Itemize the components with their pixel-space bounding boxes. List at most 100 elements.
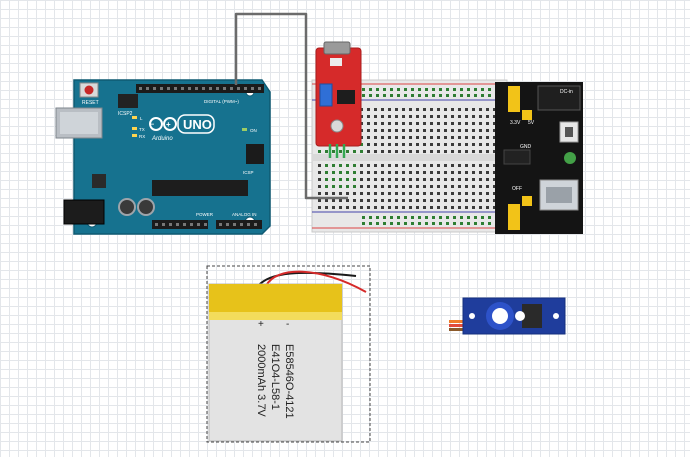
breadboard-hole bbox=[486, 108, 489, 111]
breadboard-hole bbox=[374, 199, 377, 202]
microphone-capsule bbox=[323, 41, 351, 55]
breadboard-hole bbox=[451, 178, 454, 181]
breadboard-hole bbox=[325, 206, 328, 209]
breadboard-hole bbox=[451, 150, 454, 153]
jumper-top-left[interactable] bbox=[508, 86, 520, 112]
rx-label: RX bbox=[139, 134, 145, 139]
servo-label-plate bbox=[522, 304, 542, 328]
breadboard-hole bbox=[486, 115, 489, 118]
breadboard-hole bbox=[381, 115, 384, 118]
power-switch-knob[interactable] bbox=[565, 127, 573, 137]
breadboard-hole bbox=[409, 143, 412, 146]
breadboard-hole bbox=[465, 164, 468, 167]
breadboard-hole bbox=[430, 206, 433, 209]
breadboard-hole bbox=[409, 192, 412, 195]
header-pin bbox=[160, 87, 163, 90]
breadboard-hole bbox=[472, 185, 475, 188]
breadboard-hole bbox=[444, 164, 447, 167]
breadboard-hole bbox=[376, 88, 379, 91]
breadboard-hole bbox=[479, 171, 482, 174]
svg-text:−: − bbox=[150, 122, 154, 129]
header-pin bbox=[183, 223, 186, 226]
breadboard-hole bbox=[444, 178, 447, 181]
breadboard-hole bbox=[374, 136, 377, 139]
breadboard-hole bbox=[381, 178, 384, 181]
breadboard-hole bbox=[367, 178, 370, 181]
gray-jumper-wire[interactable] bbox=[234, 12, 348, 200]
breadboard-hole bbox=[453, 94, 456, 97]
breadboard-hole bbox=[318, 178, 321, 181]
breadboard-hole bbox=[360, 150, 363, 153]
breadboard-hole bbox=[453, 88, 456, 91]
breadboard-power-module[interactable]: DC-in 3.3V 5V GND OFF bbox=[495, 82, 583, 234]
breadboard-hole bbox=[388, 164, 391, 167]
breadboard-hole bbox=[388, 185, 391, 188]
breadboard-hole bbox=[493, 171, 496, 174]
breadboard-hole bbox=[460, 88, 463, 91]
breadboard-hole bbox=[493, 185, 496, 188]
breadboard-hole bbox=[376, 222, 379, 225]
breadboard-hole bbox=[474, 222, 477, 225]
lipo-battery[interactable]: + - E58546O-4121 E41O4-L58-1 2000mAh 3.7… bbox=[206, 265, 371, 443]
breadboard-hole bbox=[346, 164, 349, 167]
servo-mount-hole bbox=[553, 313, 559, 319]
breadboard-hole bbox=[416, 122, 419, 125]
breadboard-hole bbox=[325, 192, 328, 195]
header-pin bbox=[188, 87, 191, 90]
potentiometer[interactable] bbox=[319, 83, 333, 107]
breadboard-hole bbox=[430, 122, 433, 125]
reset-button-cap[interactable] bbox=[84, 85, 94, 95]
breadboard-hole bbox=[374, 164, 377, 167]
breadboard-hole bbox=[488, 216, 491, 219]
breadboard[interactable] bbox=[311, 79, 508, 233]
breadboard-hole bbox=[383, 94, 386, 97]
breadboard-hole bbox=[318, 192, 321, 195]
breadboard-hole bbox=[486, 171, 489, 174]
breadboard-hole bbox=[409, 108, 412, 111]
battery-yellow-band bbox=[209, 284, 342, 314]
jumper-bottom-left[interactable] bbox=[508, 204, 520, 230]
breadboard-hole bbox=[479, 185, 482, 188]
atmega-chip bbox=[152, 180, 248, 196]
breadboard-hole bbox=[430, 178, 433, 181]
breadboard-hole bbox=[493, 122, 496, 125]
breadboard-hole bbox=[383, 216, 386, 219]
breadboard-hole bbox=[423, 129, 426, 132]
header-pin bbox=[216, 87, 219, 90]
breadboard-hole bbox=[465, 143, 468, 146]
sound-sensor-module[interactable] bbox=[315, 41, 362, 158]
breadboard-hole bbox=[479, 150, 482, 153]
breadboard-hole bbox=[423, 150, 426, 153]
breadboard-hole bbox=[381, 108, 384, 111]
reset-label: RESET bbox=[82, 100, 99, 106]
dc-in-label: DC-in bbox=[560, 89, 573, 95]
header-pin bbox=[209, 87, 212, 90]
breadboard-hole bbox=[395, 122, 398, 125]
breadboard-hole bbox=[397, 216, 400, 219]
breadboard-hole bbox=[395, 171, 398, 174]
header-pin bbox=[247, 223, 250, 226]
breadboard-hole bbox=[432, 222, 435, 225]
breadboard-hole bbox=[430, 143, 433, 146]
tx-label: TX bbox=[139, 127, 145, 132]
tx-led bbox=[132, 127, 137, 130]
servo-motor[interactable] bbox=[449, 297, 566, 335]
breadboard-hole bbox=[444, 108, 447, 111]
breadboard-hole bbox=[339, 199, 342, 202]
breadboard-hole bbox=[458, 108, 461, 111]
jumper-select-bottom[interactable] bbox=[522, 196, 532, 206]
breadboard-hole bbox=[411, 216, 414, 219]
breadboard-hole bbox=[409, 171, 412, 174]
breadboard-hole bbox=[444, 171, 447, 174]
uno-badge bbox=[177, 114, 215, 134]
breadboard-hole bbox=[381, 164, 384, 167]
breadboard-hole bbox=[479, 199, 482, 202]
jumper-select-top[interactable] bbox=[522, 110, 532, 120]
breadboard-hole bbox=[467, 88, 470, 91]
breadboard-hole bbox=[458, 178, 461, 181]
arduino-uno-board[interactable]: RESET ICSP2 DIGITAL (PWM~) − + UNO Ardui… bbox=[55, 79, 271, 235]
breadboard-hole bbox=[432, 94, 435, 97]
breadboard-hole bbox=[395, 164, 398, 167]
breadboard-hole bbox=[451, 143, 454, 146]
breadboard-hole bbox=[325, 199, 328, 202]
